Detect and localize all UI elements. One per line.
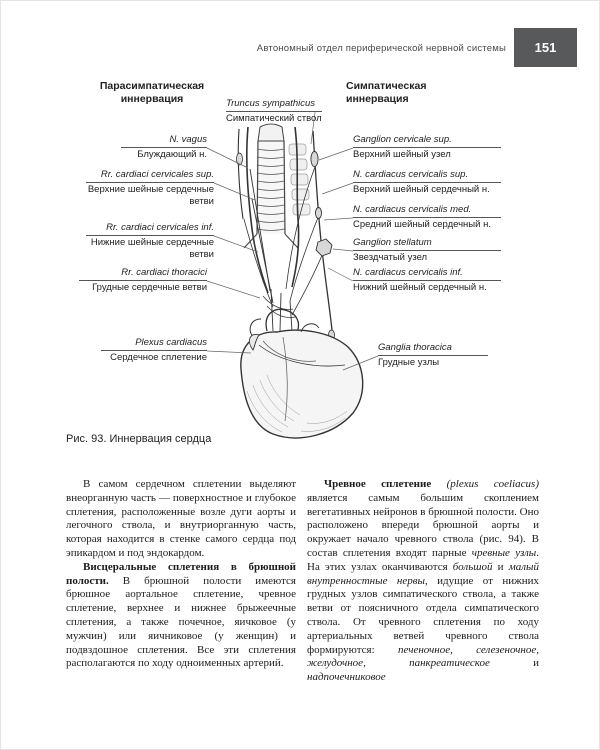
label-latin: N. cardiacus cervicalis inf. [353, 267, 501, 281]
text-run: чревные узлы [471, 546, 537, 559]
label-russian: Верхний шейный сердечный н. [353, 184, 490, 195]
parasympathetic-heading: Парасимпатическая иннервация [99, 80, 205, 105]
label-russian: Грудные узлы [378, 357, 440, 368]
running-head: Автономный отдел периферической нервной … [256, 43, 506, 54]
page-number: 151 [534, 40, 557, 55]
label-russian: Блуждающий н. [137, 149, 207, 160]
text-run: , идущие от нижних грудных узлов симпати… [307, 574, 539, 656]
label-latin: N. cardiacus cervicalis med. [353, 204, 501, 218]
label-plexus-cardiacus: Plexus cardiacus Сердечное сплетение [101, 337, 207, 364]
label-rr-cardiaci-cervicales-inf: Rr. cardiaci cervicales inf. Нижние шейн… [86, 222, 214, 261]
nerve-trunks [237, 126, 341, 416]
text-run: малый внутренностные нервы [307, 560, 539, 587]
text-run: надпочечниковое [307, 671, 386, 684]
body-right-column: Чревное сплетение (plexus coeliacus) явл… [307, 478, 539, 685]
text-run: является самым большим скоплением вегета… [307, 491, 539, 559]
label-n-vagus: N. vagus Блуждающий н. [121, 134, 207, 161]
label-truncus-sympathicus: Truncus sympathicus Симпатический ствол [226, 98, 322, 125]
text-run: . На этих узлах оканчиваются [307, 546, 539, 573]
label-latin: Ganglia thoracica [378, 342, 488, 356]
label-latin: Ganglion cervicale sup. [353, 134, 501, 148]
paragraph: Чревное сплетение (plexus coeliacus) явл… [307, 478, 539, 685]
label-rr-cardiaci-thoracici: Rr. cardiaci thoracici Грудные сердечные… [79, 267, 207, 294]
text-run: Чревное сплетение [324, 478, 432, 490]
paragraph: В самом сердечном сплетении выделяют вне… [66, 478, 296, 561]
label-russian: Нижние шейные сердечные ветви [90, 237, 214, 260]
text-run: (plexus coeliacus) [431, 478, 539, 490]
label-russian: Сердечное сплетение [110, 352, 207, 363]
ganglia [236, 151, 343, 409]
label-ganglia-thoracica: Ganglia thoracica Грудные узлы [378, 342, 488, 369]
text-run: В самом сердечном сплетении выделяют вне… [66, 478, 296, 559]
label-n-cardiacus-cervicalis-sup: N. cardiacus cervicalis sup. Верхний шей… [353, 169, 501, 196]
label-russian: Нижний шейный сердечный н. [353, 282, 487, 293]
text-run: и [489, 657, 539, 670]
heart [240, 308, 364, 439]
label-n-cardiacus-cervicalis-med: N. cardiacus cervicalis med. Средний шей… [353, 204, 501, 231]
label-russian: Грудные сердечные ветви [92, 282, 207, 293]
text-run: Висцеральные сплетения в брюшной полости… [66, 560, 296, 587]
figure-caption: Рис. 93. Иннервация сердца [66, 433, 212, 445]
label-latin: Rr. cardiaci cervicales inf. [86, 222, 214, 236]
page-number-badge: 151 [514, 28, 577, 67]
label-n-cardiacus-cervicalis-inf: N. cardiacus cervicalis inf. Нижний шейн… [353, 267, 501, 294]
label-latin: Truncus sympathicus [226, 98, 322, 112]
label-latin: N. vagus [121, 134, 207, 148]
label-ganglion-stellatum: Ganglion stellatum Звездчатый узел [353, 237, 501, 264]
label-rr-cardiaci-cervicales-sup: Rr. cardiaci cervicales sup. Верхние шей… [86, 169, 214, 208]
text-run: и [492, 560, 509, 573]
label-ganglion-cervicale-sup: Ganglion cervicale sup. Верхний шейный у… [353, 134, 501, 161]
label-latin: Ganglion stellatum [353, 237, 501, 251]
label-russian: Средний шейный сердечный н. [353, 219, 491, 230]
text-run: В брюшной полости имеются брюшное аортал… [66, 574, 296, 670]
sympathetic-heading: Симпатическая иннервация [346, 80, 427, 105]
label-russian: Верхние шейные сердечные ветви [87, 184, 214, 207]
trachea [243, 123, 299, 249]
body-left-column: В самом сердечном сплетении выделяют вне… [66, 478, 296, 671]
label-latin: Rr. cardiaci thoracici [79, 267, 207, 281]
label-latin: Rr. cardiaci cervicales sup. [86, 169, 214, 183]
paragraph: Висцеральные сплетения в брюшной полости… [66, 561, 296, 671]
label-latin: Plexus cardiacus [101, 337, 207, 351]
heart-hatching [246, 374, 348, 433]
label-russian: Симпатический ствол [226, 113, 322, 124]
label-russian: Верхний шейный узел [353, 149, 451, 160]
label-latin: N. cardiacus cervicalis sup. [353, 169, 501, 183]
text-run: печеночное, селезеночное, желудочное, па… [307, 643, 539, 670]
label-russian: Звездчатый узел [353, 252, 428, 263]
text-run: большой [452, 560, 493, 573]
spine [288, 143, 311, 216]
